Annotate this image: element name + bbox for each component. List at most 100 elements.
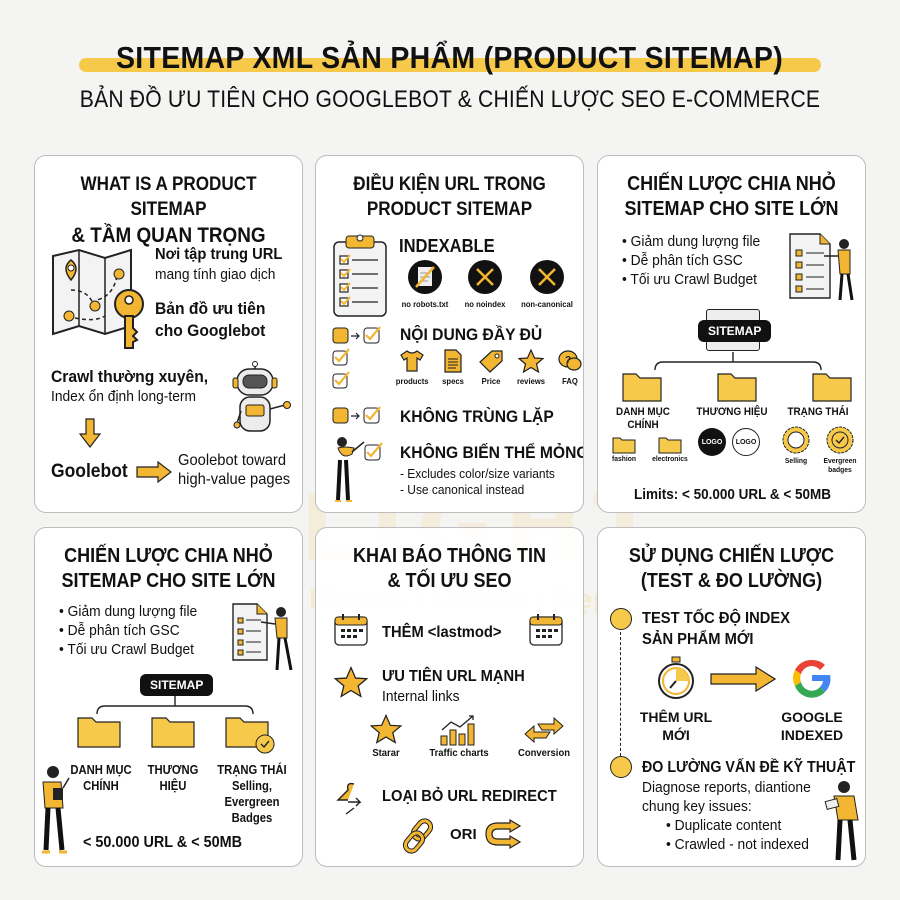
- folder-icon: [151, 717, 195, 748]
- folder-icon: [717, 373, 757, 402]
- branch-label: TRẠNG THÁI: [787, 406, 849, 418]
- branch-brand: THƯƠNG HIỆU: [690, 406, 774, 419]
- blocked-document-icon: [408, 260, 442, 294]
- calendar-icon: [529, 612, 563, 646]
- folder-icon: [622, 373, 662, 402]
- child-fashion: fashion: [608, 436, 640, 463]
- step-title: TEST TỐC ĐỘ INDEX: [642, 610, 791, 627]
- limits-text: Limits: < 50.000 URL & < 50MB: [633, 486, 832, 503]
- person-tablet-icon: [39, 764, 75, 856]
- badge-icon: [782, 426, 810, 454]
- swap-arrows-icon: [524, 716, 564, 744]
- arrow-right-icon: [136, 461, 172, 483]
- priority-item-star: Starar: [366, 714, 406, 759]
- variant-note: - Use canonical instead: [400, 482, 525, 497]
- card-title-line: (TEST & ĐO LƯỜNG): [640, 570, 823, 592]
- sitemap-label: SITEMAP: [698, 320, 772, 342]
- person-tablet-icon: [824, 780, 862, 864]
- timeline-dot: [610, 756, 632, 778]
- card-split-sitemap-top: CHIẾN LƯỢC CHIA NHỎ SITEMAP CHO SITE LỚN…: [597, 155, 866, 513]
- checkbox-icon: [364, 442, 384, 462]
- point-transactional: Nơi tập trung URL mang tính giao dịch: [155, 244, 302, 284]
- u-turn-arrow-icon: [484, 816, 524, 852]
- crawl-title: Crawl thường xuyên,: [51, 367, 209, 386]
- card-split-sitemap-bottom: CHIẾN LƯỢC CHIA NHỎ SITEMAP CHO SITE LỚN…: [34, 527, 303, 867]
- card-title-line: & TỐI ƯU SEO: [387, 570, 512, 592]
- stopwatch-icon: [656, 656, 696, 700]
- lastmod-label: THÊM <lastmod>: [382, 624, 502, 641]
- branch-folders: [77, 714, 277, 754]
- limits-note: < 50.000 URL & < 50MB: [83, 834, 260, 852]
- arrow-down-icon: [79, 418, 101, 448]
- condition-non-canonical: non-canonical: [516, 259, 578, 309]
- content-item-faq: ? FAQ: [556, 349, 583, 386]
- benefit-item: Giảm dung lượng file: [622, 232, 761, 251]
- priority-urls: ƯU TIÊN URL MẠNH Internal links: [382, 666, 583, 706]
- priority-item-traffic: Traffic charts: [422, 714, 496, 759]
- point-title: Nơi tập trung URL: [155, 246, 283, 263]
- card-title: WHAT IS A PRODUCT SITEMAP & TẦM QUAN TRỌ…: [48, 172, 288, 249]
- svg-text:?: ?: [565, 355, 571, 366]
- timeline-line: [620, 632, 621, 756]
- badge-label: Evergreen badges: [823, 456, 857, 474]
- googlebot-target-line: high-value pages: [178, 471, 291, 488]
- content-item-label: FAQ: [562, 376, 578, 386]
- condition-label: no noindex: [464, 299, 506, 309]
- clipboard-checklist-icon: [332, 232, 388, 318]
- badge-check-icon: [826, 426, 854, 454]
- point-priority-map: Bản đồ ưu tiên cho Googlebot: [155, 298, 302, 342]
- google-logo-icon: [790, 656, 834, 700]
- faq-bubble-icon: ?: [558, 350, 582, 371]
- card-title: CHIẾN LƯỢC CHIA NHỎ SITEMAP CHO SITE LỚN: [611, 172, 851, 222]
- tree-connector: [653, 352, 823, 372]
- card-title-line: CHIẾN LƯỢC CHIA NHỎ: [627, 173, 836, 195]
- folder-icon: [812, 373, 852, 402]
- card-title-line: WHAT IS A PRODUCT SITEMAP: [80, 174, 257, 220]
- redirect-title: LOẠI BỎ URL REDIRECT: [382, 788, 557, 805]
- condition-label: non-canonical: [521, 299, 573, 309]
- tree-connector: [95, 696, 255, 716]
- benefit-item: Tối ưu Crawl Budget: [59, 640, 194, 659]
- folder-icon: [612, 437, 636, 454]
- bar-chart-icon: [440, 715, 475, 746]
- broken-redirect-icon: [334, 780, 368, 816]
- from-label: THÊM URL: [639, 709, 713, 725]
- issue-item: Crawled - not indexed: [666, 835, 809, 854]
- branch-label: CHÍNH: [627, 419, 659, 431]
- key-icon: [111, 288, 147, 352]
- condition-no-noindex: no noindex: [456, 259, 514, 309]
- priority-sub: Internal links: [382, 688, 460, 705]
- card-title: SỬ DỤNG CHIẾN LƯỢC (TEST & ĐO LƯỜNG): [611, 544, 851, 594]
- priority-item-label: Traffic charts: [429, 747, 489, 759]
- crawl-info: Crawl thường xuyên, Index ổn định long-t…: [51, 366, 302, 406]
- branch-category: DANH MỤC CHÍNH: [61, 762, 141, 794]
- condition-label: no robots.txt: [401, 299, 449, 309]
- from-new-url: THÊM URL MỚI: [628, 708, 724, 744]
- folder-icon: [658, 437, 682, 454]
- step-title: ĐO LƯỜNG VẤN ĐỀ KỸ THUẬT: [642, 759, 856, 776]
- step-text: chung key issues:: [642, 798, 752, 815]
- page-header: SITEMAP XML SẢN PHẨM (PRODUCT SITEMAP) B…: [0, 40, 900, 114]
- branch-label: THƯƠNG: [147, 763, 199, 777]
- broken-link-icon: [402, 816, 440, 854]
- card-what-is-product-sitemap: WHAT IS A PRODUCT SITEMAP & TẦM QUAN TRỌ…: [34, 155, 303, 513]
- content-item-label: Price: [481, 376, 501, 386]
- benefit-item: Dễ phân tích GSC: [622, 251, 743, 270]
- benefit-item: Tối ưu Crawl Budget: [622, 270, 757, 289]
- branch-category: DANH MỤC CHÍNH: [608, 406, 678, 432]
- content-item-price: Price: [476, 349, 506, 386]
- no-duplicate-label: KHÔNG TRÙNG LẶP: [400, 407, 554, 426]
- robot-icon: [231, 361, 293, 437]
- card-title-line: CHIẾN LƯỢC CHIA NHỎ: [64, 545, 273, 567]
- issue-item: Duplicate content: [666, 816, 782, 835]
- to-label: GOOGLE: [781, 709, 843, 725]
- branch-label: THƯƠNG HIỆU: [696, 406, 768, 418]
- card-title: CHIẾN LƯỢC CHIA NHỎ SITEMAP CHO SITE LỚN: [48, 544, 288, 594]
- page-subtitle: BẢN ĐỒ ƯU TIÊN CHO GOOGLEBOT & CHIẾN LƯỢ…: [79, 86, 821, 113]
- checkbox-stack-icon: [332, 348, 350, 390]
- step-test-index-speed: TEST TỐC ĐỘ INDEX SẢN PHẨM MỚI: [642, 608, 865, 650]
- card-title-line: SITEMAP CHO SITE LỚN: [61, 570, 276, 592]
- content-item-specs: specs: [438, 349, 468, 386]
- benefit-list: Giảm dung lượng file Dễ phân tích GSC Tố…: [622, 232, 865, 289]
- folder-check-icon: [225, 717, 275, 754]
